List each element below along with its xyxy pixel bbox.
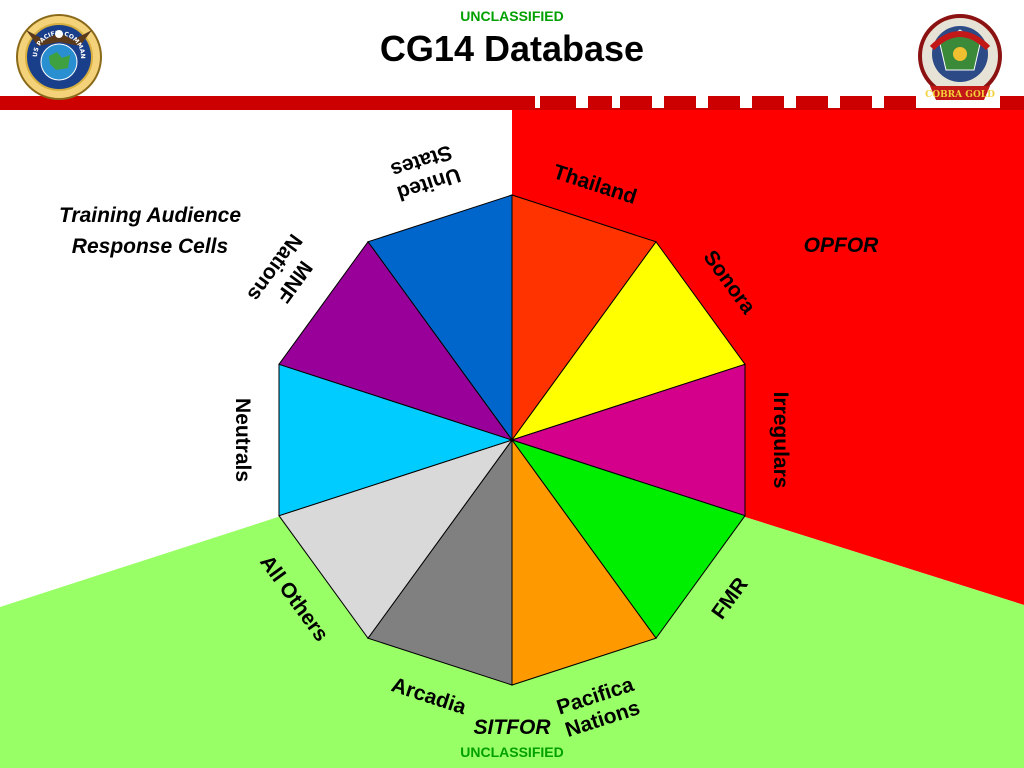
header-bar-block: [796, 96, 828, 108]
segment-label-text: Irregulars: [769, 392, 792, 489]
header-bar-block: [752, 96, 784, 108]
header-rule: [0, 108, 1024, 110]
header-bar-block: [664, 96, 696, 108]
header-band: [0, 96, 535, 110]
segment-label-irregulars: Irregulars: [769, 392, 792, 489]
training-audience-label-line2: Response Cells: [72, 235, 228, 258]
header-bar: [0, 96, 1024, 110]
segment-label-neutrals: Neutrals: [231, 398, 254, 482]
header-bar-block: [840, 96, 872, 108]
segment-label-text: Neutrals: [231, 398, 254, 482]
header-bar-block: [540, 96, 576, 108]
opfor-label: OPFOR: [804, 234, 880, 257]
segment-wheel: [278, 194, 746, 686]
top-classification-marking: UNCLASSIFIED: [460, 8, 564, 24]
header-bar-block: [1000, 96, 1024, 108]
sitfor-label: SITFOR: [474, 716, 552, 739]
segment-united-states: [278, 240, 514, 441]
bottom-classification-marking: UNCLASSIFIED: [460, 744, 564, 760]
header-bar-block: [884, 96, 916, 108]
header-bar-block: [588, 96, 612, 108]
header-bar-block: [620, 96, 652, 108]
training-audience-label-line1: Training Audience: [59, 204, 241, 227]
header-bar-block: [708, 96, 740, 108]
slide-title: CG14 Database: [379, 28, 645, 69]
